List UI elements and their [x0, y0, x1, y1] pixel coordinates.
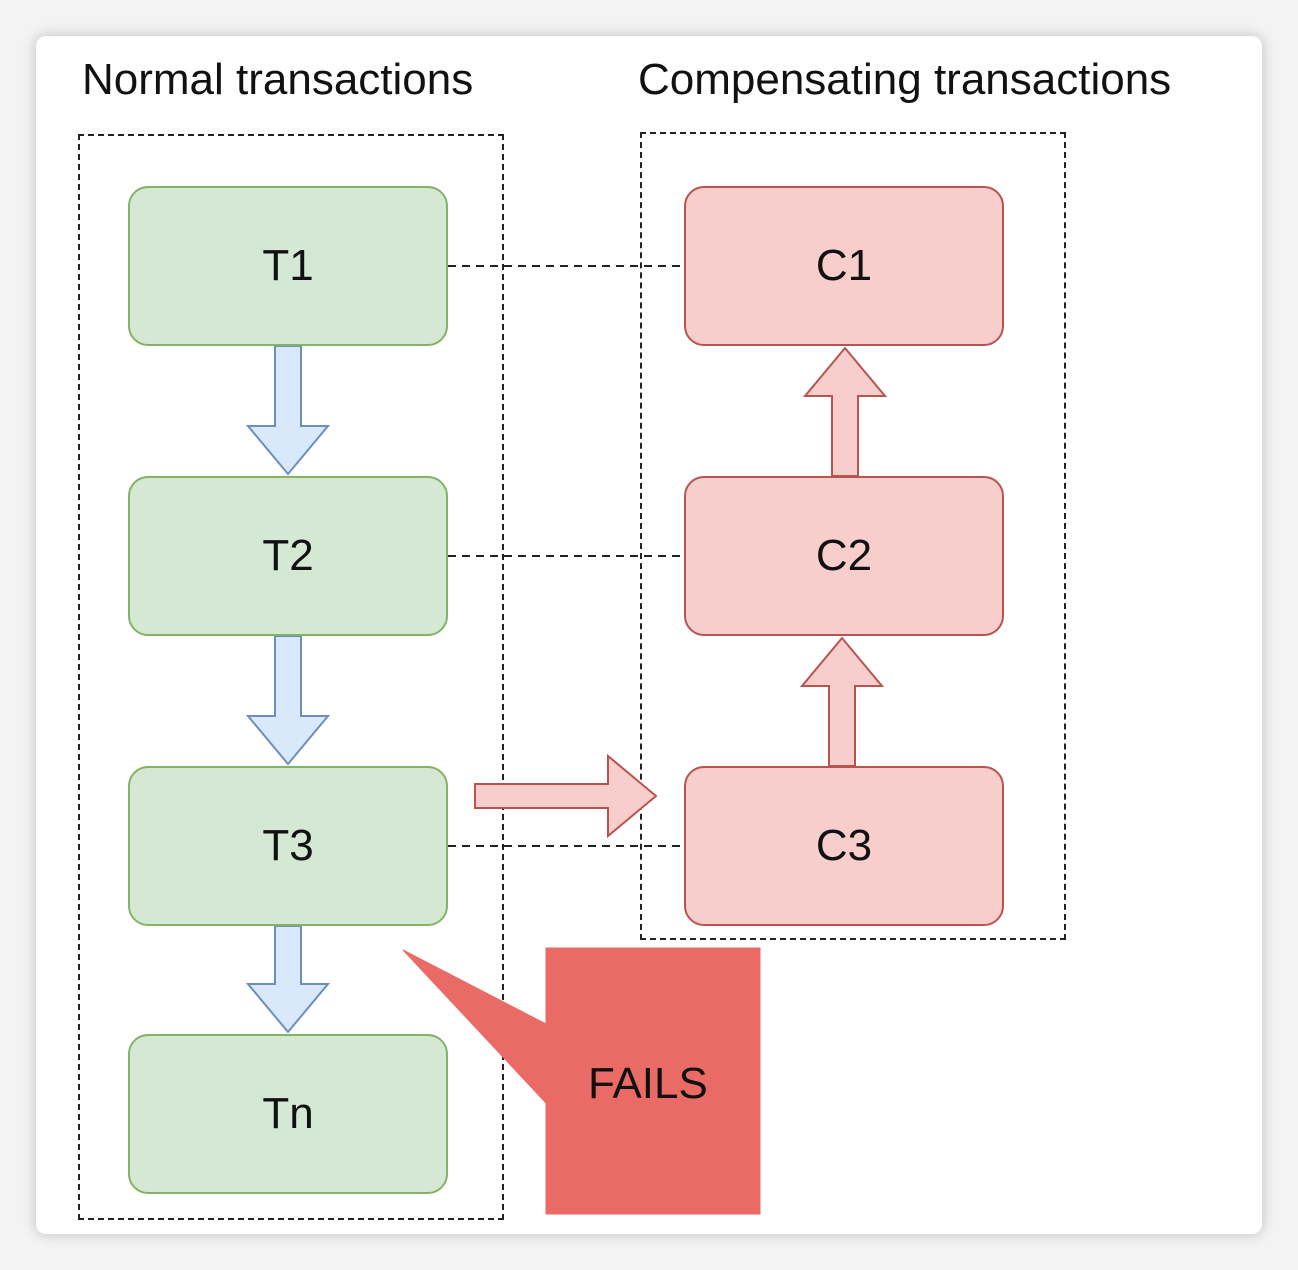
transaction-node-t2: T2	[128, 476, 448, 636]
transaction-node-tn: Tn	[128, 1034, 448, 1194]
fails-callout-shape	[402, 947, 761, 1215]
transaction-node-t1: T1	[128, 186, 448, 346]
arrow-c3-c2	[799, 636, 885, 767]
arrow-t3-trigger-compensation	[474, 753, 658, 839]
arrow-t1-t2	[245, 345, 331, 476]
normal-transactions-group	[78, 134, 504, 1220]
arrow-t2-t3	[245, 635, 331, 766]
fails-label: FAILS	[588, 1059, 708, 1108]
compensating-transactions-group	[640, 132, 1066, 940]
compensating-node-c3: C3	[684, 766, 1004, 926]
compensating-node-c1: C1	[684, 186, 1004, 346]
transaction-node-t3: T3	[128, 766, 448, 926]
compensating-node-c2: C2	[684, 476, 1004, 636]
compensating-transactions-title: Compensating transactions	[638, 55, 1172, 104]
normal-transactions-title: Normal transactions	[82, 55, 474, 104]
arrow-c2-c1	[802, 346, 888, 477]
arrow-t3-tn	[245, 925, 331, 1034]
